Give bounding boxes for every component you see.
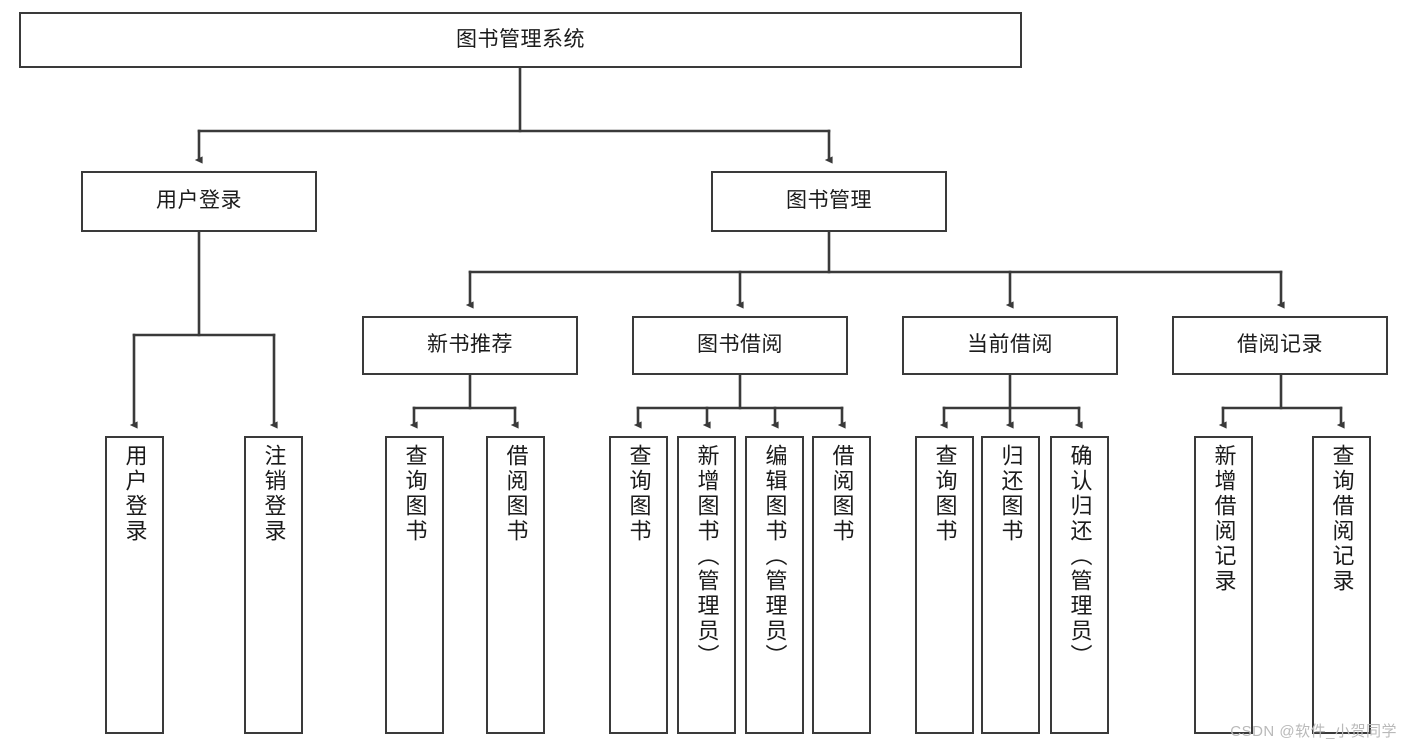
leaf-bb-query-book[interactable]: 查询图书 [609, 436, 668, 734]
node-label: 用户登录 [122, 444, 148, 544]
node-label: 查询图书 [626, 444, 652, 544]
node-label: 确认归还（管理员） [1067, 444, 1093, 669]
leaf-cb-return-book[interactable]: 归还图书 [981, 436, 1040, 734]
node-label: 归还图书 [998, 444, 1024, 544]
node-label: 借阅记录 [1237, 333, 1323, 357]
node-root-system[interactable]: 图书管理系统 [19, 12, 1022, 68]
node-label: 借阅图书 [503, 444, 529, 544]
leaf-br-query-record[interactable]: 查询借阅记录 [1312, 436, 1371, 734]
node-book-borrow[interactable]: 图书借阅 [632, 316, 848, 375]
leaf-cb-confirm-return-admin[interactable]: 确认归还（管理员） [1050, 436, 1109, 734]
node-label: 新增图书（管理员） [694, 444, 720, 669]
node-label: 新书推荐 [427, 333, 513, 357]
leaf-bb-edit-book-admin[interactable]: 编辑图书（管理员） [745, 436, 804, 734]
node-new-book-recommend[interactable]: 新书推荐 [362, 316, 578, 375]
leaf-cb-query-book[interactable]: 查询图书 [915, 436, 974, 734]
node-label: 图书管理 [786, 189, 872, 213]
csdn-watermark: CSDN @软件_小贺同学 [1230, 723, 1397, 740]
node-label: 图书借阅 [697, 333, 783, 357]
node-label: 新增借阅记录 [1211, 444, 1237, 594]
node-label: 查询借阅记录 [1329, 444, 1355, 594]
node-label: 编辑图书（管理员） [762, 444, 788, 669]
node-label: 图书管理系统 [456, 27, 585, 51]
leaf-nbr-borrow-book[interactable]: 借阅图书 [486, 436, 545, 734]
node-label: 当前借阅 [967, 333, 1053, 357]
leaf-bb-borrow-book[interactable]: 借阅图书 [812, 436, 871, 734]
node-user-login[interactable]: 用户登录 [81, 171, 317, 232]
node-book-management[interactable]: 图书管理 [711, 171, 947, 232]
node-current-borrow[interactable]: 当前借阅 [902, 316, 1118, 375]
node-label: 查询图书 [932, 444, 958, 544]
node-label: 用户登录 [156, 189, 242, 213]
leaf-user-logout[interactable]: 注销登录 [244, 436, 303, 734]
leaf-user-login[interactable]: 用户登录 [105, 436, 164, 734]
node-label: 查询图书 [402, 444, 428, 544]
node-borrow-record[interactable]: 借阅记录 [1172, 316, 1388, 375]
node-label: 注销登录 [261, 444, 287, 544]
node-label: 借阅图书 [829, 444, 855, 544]
leaf-nbr-query-book[interactable]: 查询图书 [385, 436, 444, 734]
leaf-br-add-record[interactable]: 新增借阅记录 [1194, 436, 1253, 734]
leaf-bb-add-book-admin[interactable]: 新增图书（管理员） [677, 436, 736, 734]
